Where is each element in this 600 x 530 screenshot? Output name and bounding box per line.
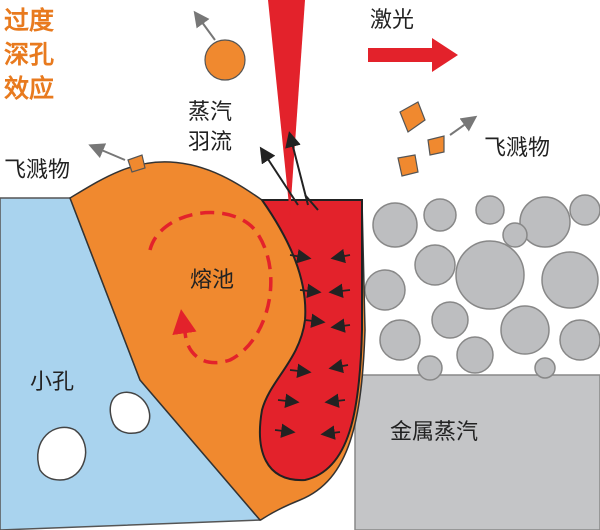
melt-pool-label: 熔池 — [190, 268, 235, 293]
spatter-label-right: 飞溅物 — [484, 136, 551, 161]
title-line: 深孔 — [4, 40, 55, 69]
spatter-label-left: 飞溅物 — [4, 158, 71, 183]
laser-direction-arrow — [368, 38, 458, 72]
spatter-arrows — [88, 10, 478, 161]
base-metal — [354, 374, 600, 530]
laser-label: 激光 — [370, 8, 415, 33]
vapor-plume-label-line1: 蒸汽 — [188, 100, 233, 125]
title-line: 过度 — [4, 6, 55, 35]
melt-flow-arrow-icon — [172, 309, 197, 336]
recoil-pressure-arrows — [274, 248, 351, 440]
keyhole — [258, 199, 363, 482]
vapor-plume-arrows — [259, 131, 319, 211]
vapor-plume-label-line2: 羽流 — [188, 130, 233, 155]
pore-bubble — [37, 426, 87, 481]
title-line: 效应 — [4, 74, 55, 103]
spatter-particles — [127, 39, 445, 177]
laser-beam — [268, 0, 305, 215]
diagram-title: 过度 深孔 效应 — [4, 4, 54, 106]
metal-vapor-label: 金属蒸汽 — [390, 420, 479, 445]
powder-particles — [364, 194, 600, 381]
pore-label: 小孔 — [30, 370, 75, 395]
melt-flow-circulation — [148, 210, 273, 365]
pore-bubble — [109, 391, 151, 434]
